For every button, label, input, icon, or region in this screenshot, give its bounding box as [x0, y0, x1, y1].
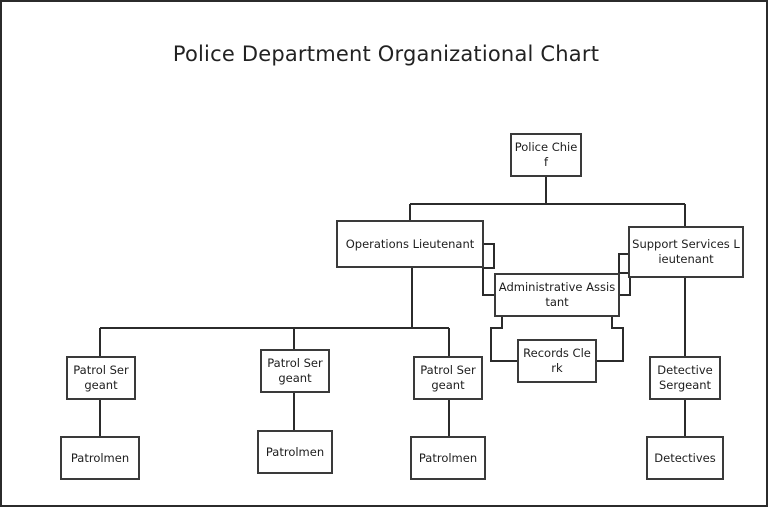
node-label: Records Clerk [523, 346, 591, 375]
node-operations-lieutenant[interactable]: Operations Lieutenant [336, 220, 484, 268]
node-label: Detective Sergeant [657, 363, 713, 392]
page-title: Police Department Organizational Chart [172, 42, 600, 66]
edge-ops-to-sergeants [98, 268, 451, 356]
node-administrative-assistant[interactable]: Administrative Assistant [494, 273, 620, 317]
node-label: Patrolmen [70, 450, 130, 465]
node-police-chief[interactable]: Police Chief [510, 133, 582, 177]
edge-admin-to-records-left [489, 317, 517, 363]
node-label: Patrol Sergeant [420, 363, 476, 392]
node-detectives[interactable]: Detectives [646, 436, 724, 480]
node-patrol-sergeant-2[interactable]: Patrol Sergeant [260, 349, 330, 393]
node-label: Patrol Sergeant [73, 363, 129, 392]
edge-chief-to-lieutenants [408, 177, 687, 226]
node-patrolmen-2[interactable]: Patrolmen [257, 430, 333, 474]
node-patrolmen-3[interactable]: Patrolmen [410, 436, 486, 480]
node-support-services-lieutenant[interactable]: Support Services Lieutenant [628, 226, 744, 278]
edge-ops-to-admin [481, 242, 496, 297]
node-patrol-sergeant-1[interactable]: Patrol Sergeant [66, 356, 136, 400]
node-label: Patrolmen [265, 444, 325, 459]
node-label: Patrol Sergeant [267, 356, 323, 385]
node-patrol-sergeant-3[interactable]: Patrol Sergeant [413, 356, 483, 400]
node-label: Patrolmen [418, 450, 478, 465]
node-label: Detectives [654, 450, 716, 465]
node-records-clerk[interactable]: Records Clerk [517, 339, 597, 383]
node-label: Police Chief [514, 140, 578, 169]
node-label: Administrative Assistant [498, 280, 616, 309]
node-label: Support Services Lieutenant [632, 237, 740, 266]
node-detective-sergeant[interactable]: Detective Sergeant [649, 356, 721, 400]
node-patrolmen-1[interactable]: Patrolmen [60, 436, 140, 480]
node-label: Operations Lieutenant [345, 236, 475, 251]
edge-support-to-admin [617, 252, 632, 297]
edge-admin-to-records-right [597, 317, 625, 363]
